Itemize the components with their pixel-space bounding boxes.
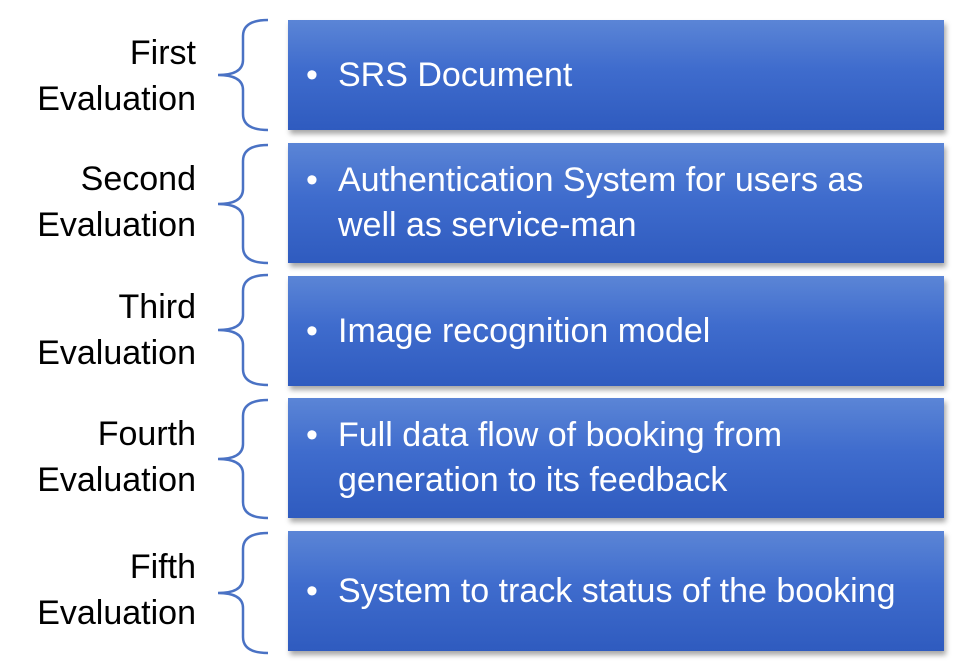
evaluation-label: Second Evaluation: [0, 156, 196, 248]
evaluation-item-text: Authentication System for users as well …: [306, 158, 930, 248]
evaluation-label-line2: Evaluation: [37, 206, 196, 244]
evaluation-label-line1: Third: [118, 288, 196, 326]
evaluation-label-line2: Evaluation: [37, 461, 196, 499]
brace-icon: [217, 18, 269, 132]
evaluation-label: First Evaluation: [0, 30, 196, 122]
brace-icon: [217, 398, 269, 520]
evaluation-label: Third Evaluation: [0, 284, 196, 376]
evaluation-item-text: Full data flow of booking from generatio…: [306, 413, 930, 503]
brace-icon: [217, 143, 269, 265]
evaluation-label-line2: Evaluation: [37, 334, 196, 372]
evaluation-item-text: System to track status of the booking: [306, 569, 895, 614]
evaluation-item-box: Authentication System for users as well …: [288, 143, 944, 263]
evaluation-item-box: SRS Document: [288, 20, 944, 130]
evaluation-label: Fifth Evaluation: [0, 544, 196, 636]
evaluation-label-line1: Fourth: [97, 415, 196, 453]
evaluation-label: Fourth Evaluation: [0, 411, 196, 503]
evaluation-label-line1: Second: [80, 160, 196, 198]
evaluation-item-box: System to track status of the booking: [288, 531, 944, 651]
evaluation-item-box: Image recognition model: [288, 276, 944, 386]
evaluation-label-line1: Fifth: [129, 548, 196, 586]
evaluation-item-text: SRS Document: [306, 53, 572, 98]
evaluation-item-box: Full data flow of booking from generatio…: [288, 398, 944, 518]
evaluation-item-text: Image recognition model: [306, 309, 710, 354]
evaluation-label-line2: Evaluation: [37, 80, 196, 118]
brace-icon: [217, 273, 269, 387]
evaluation-label-line2: Evaluation: [37, 594, 196, 632]
evaluation-label-line1: First: [129, 34, 196, 72]
brace-icon: [217, 531, 269, 655]
